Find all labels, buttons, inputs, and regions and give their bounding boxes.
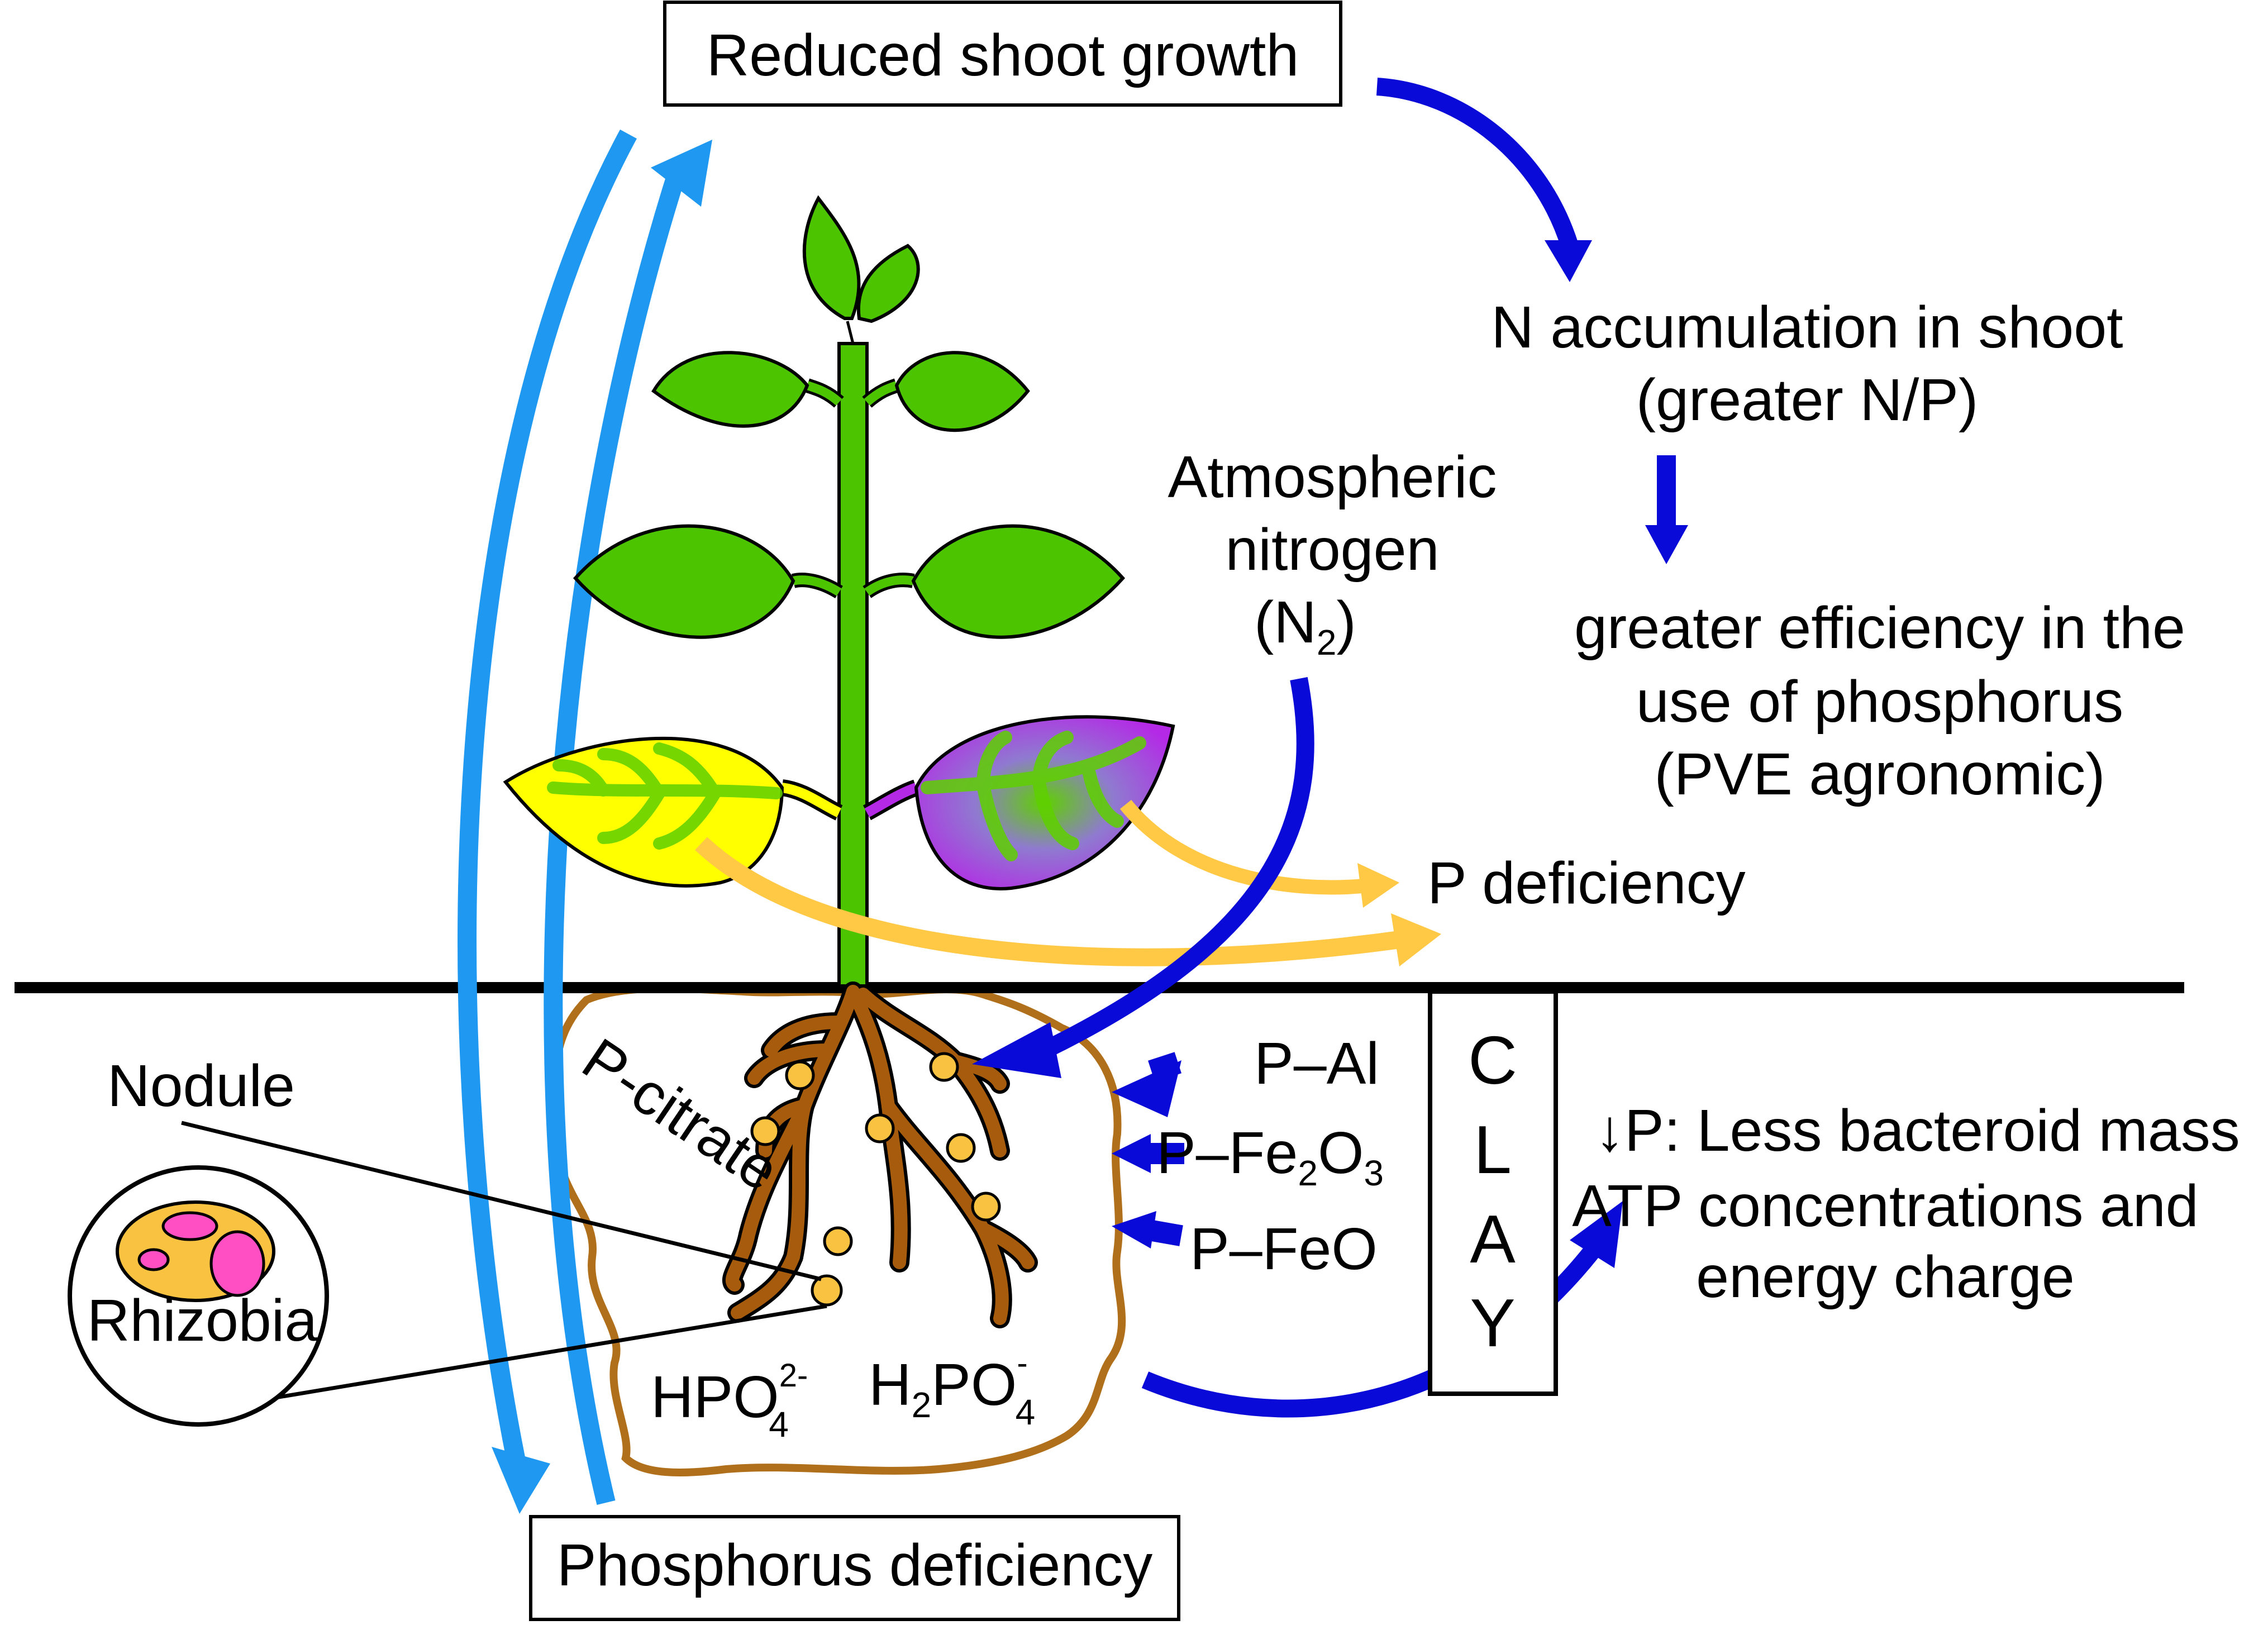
yellow-leaf <box>503 736 843 888</box>
less-p-line1: ↓P: Less bacteroid mass <box>1595 1098 2240 1164</box>
upper-leaves <box>651 351 1030 432</box>
atmospheric-n2: (N2) <box>1254 589 1356 663</box>
feedback-arrows <box>458 129 712 1514</box>
reduced-shoot-growth-box: Reduced shoot growth <box>663 1 1342 107</box>
less-p-line3: energy charge <box>1696 1244 2075 1310</box>
clay-box: C L A Y <box>1428 989 1558 1396</box>
efficiency-line3: (PVE agronomic) <box>1654 741 2105 807</box>
less-p-line2: ATP concentrations and <box>1572 1173 2199 1239</box>
p-fe2o3-label: P–Fe2O3 <box>1156 1120 1384 1193</box>
p-deficiency-arrows <box>695 799 1441 966</box>
p-deficiency-label: P deficiency <box>1427 850 1746 916</box>
purple-leaf <box>863 715 1175 890</box>
efficiency-line2: use of phosphorus <box>1636 669 2123 735</box>
p-citrate-label: P-citrate <box>571 1026 790 1204</box>
atmospheric-line2: nitrogen <box>1225 517 1439 583</box>
n-accumulation-line1: N accumulation in shoot <box>1491 294 2123 360</box>
h2po4-label: H2PO-4 <box>869 1345 1035 1432</box>
p-al-label: P–Al <box>1254 1031 1379 1097</box>
n-accumulation-line2: (greater N/P) <box>1636 367 1979 433</box>
clay-letter-y: Y <box>1470 1285 1515 1361</box>
plant-roots <box>722 981 1038 1328</box>
phosphorus-deficiency-label: Phosphorus deficiency <box>557 1532 1153 1598</box>
phosphorus-deficiency-box: Phosphorus deficiency <box>529 1515 1180 1621</box>
root-nodules <box>750 1052 1001 1307</box>
middle-leaves <box>573 524 1126 639</box>
top-leaves <box>802 195 920 344</box>
hpo4-label: HPO2-4 <box>651 1357 808 1445</box>
clay-letter-l: L <box>1474 1112 1512 1188</box>
p-mineral-arrows <box>1112 1052 1184 1248</box>
efficiency-line1: greater efficiency in the <box>1574 595 2185 661</box>
nitrogen-arrows <box>972 78 1688 1418</box>
atmospheric-line1: Atmospheric <box>1168 444 1497 510</box>
rhizobia-label: Rhizobia <box>87 1288 318 1354</box>
nodule-label: Nodule <box>107 1053 295 1119</box>
clay-letter-c: C <box>1468 1022 1517 1098</box>
clay-letter-a: A <box>1470 1201 1516 1277</box>
plant-stem <box>837 342 869 988</box>
p-feo-label: P–FeO <box>1190 1216 1378 1282</box>
nodule-magnifier <box>68 1121 827 1427</box>
reduced-shoot-growth-label: Reduced shoot growth <box>707 22 1299 88</box>
